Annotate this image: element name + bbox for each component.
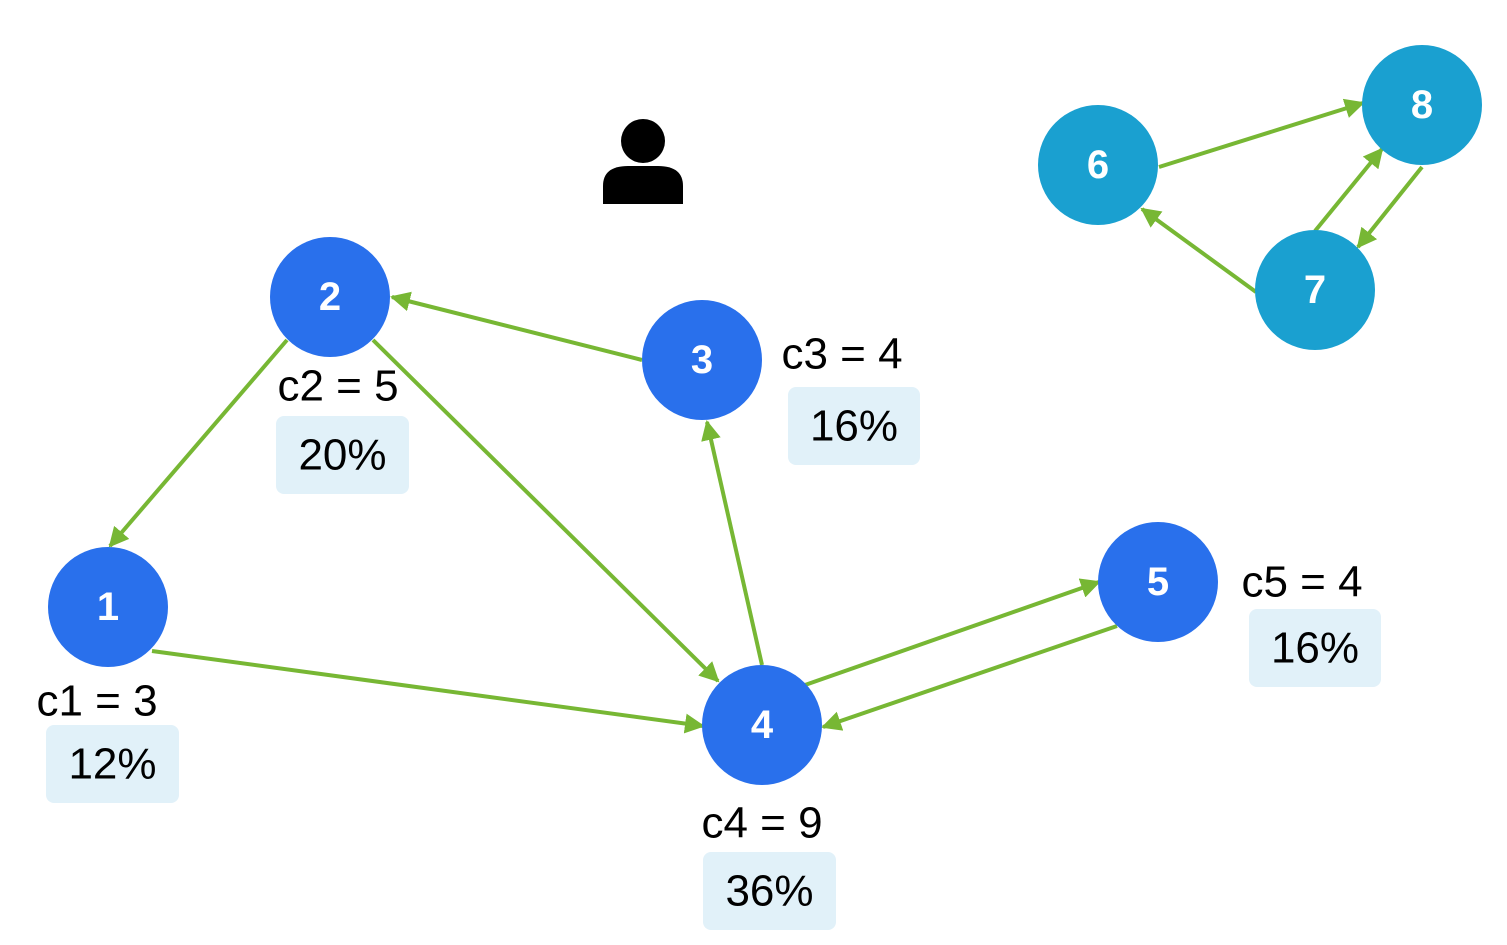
node-label-7: 7 [1304,268,1326,312]
count-label-2: c2 = 5 [277,362,398,411]
edge-1-to-4 [151,649,705,734]
edge-6-to-8 [1158,98,1365,169]
node-label-1: 1 [97,585,119,629]
count-label-1: c1 = 3 [36,677,157,726]
percent-box-4 [703,852,836,930]
node-label-8: 8 [1411,83,1433,127]
user-icon [603,119,683,204]
node-label-4: 4 [751,703,774,747]
node-circle-6 [1038,105,1158,225]
nodes-layer: 1 c1 = 3 12% 2 c2 = 5 20% 3 c3 = 4 16% 4 c4 = 9 36%… [36,45,1482,930]
node-circle-7 [1255,230,1375,350]
node-label-2: 2 [319,275,341,319]
count-label-5: c5 = 4 [1241,558,1362,607]
count-label-3: c3 = 4 [781,330,902,379]
edge-2-to-4 [371,338,720,683]
percent-box-5 [1249,609,1381,687]
node-2: 2 [270,237,390,357]
edge-7-to-8 [1313,147,1384,233]
node-circle-1 [48,547,168,667]
node-7: 7 [1255,230,1375,350]
percent-label-4: 36% [725,867,813,916]
edges-layer [108,98,1424,734]
percent-label-3: 16% [810,402,898,451]
node-3: 3 [642,300,762,420]
count-label-4: c4 = 9 [701,799,822,848]
node-circle-3 [642,300,762,420]
edge-4-to-3 [701,420,764,666]
node-8: 8 [1362,45,1482,165]
edge-2-to-1 [108,338,289,548]
node-label-5: 5 [1147,560,1169,604]
node-circle-8 [1362,45,1482,165]
edge-4-to-5 [804,578,1101,687]
node-circle-4 [702,665,822,785]
percent-label-1: 12% [68,740,156,789]
edge-3-to-2 [390,291,643,362]
percent-label-2: 20% [298,431,386,480]
node-4: 4 [702,665,822,785]
edge-7-to-6 [1140,207,1258,294]
node-circle-5 [1098,522,1218,642]
node-label-3: 3 [691,338,713,382]
percent-label-5: 16% [1271,624,1359,673]
edge-5-to-4 [821,624,1118,731]
percent-box-2 [276,416,409,494]
percent-box-1 [46,725,179,803]
percent-box-3 [788,387,920,465]
node-5: 5 [1098,522,1218,642]
node-1: 1 [48,547,168,667]
edge-8-to-7 [1356,165,1424,249]
node-circle-2 [270,237,390,357]
node-6: 6 [1038,105,1158,225]
node-label-6: 6 [1087,143,1109,187]
